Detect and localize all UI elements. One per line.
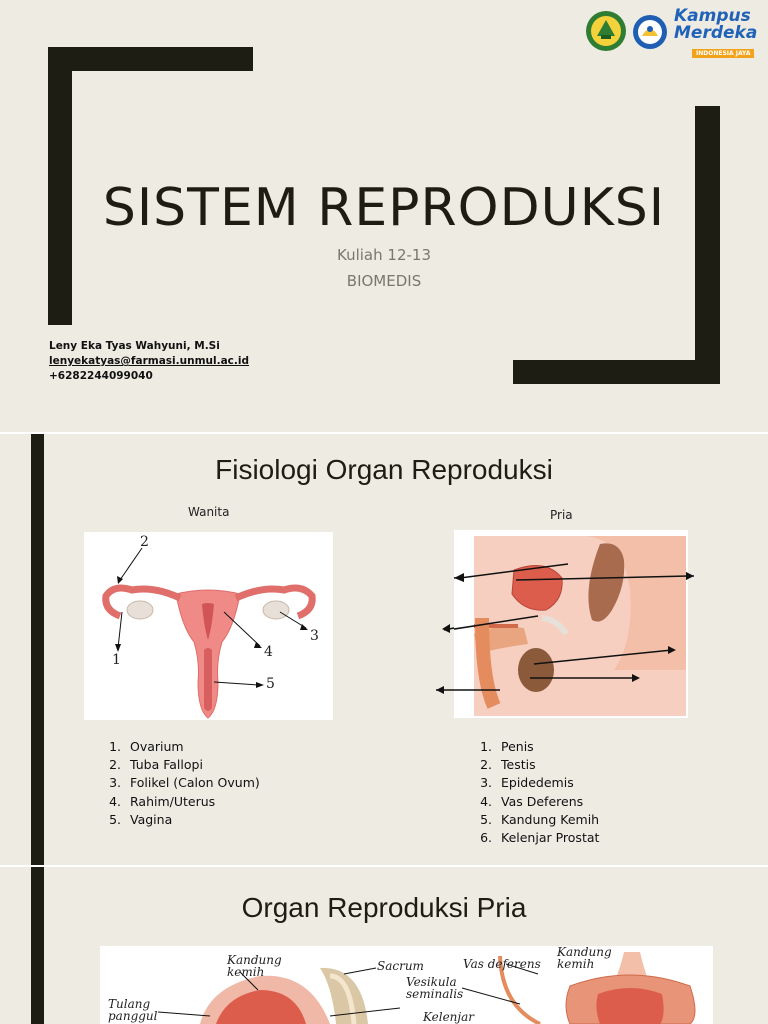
- author-email-link[interactable]: lenyekatyas@farmasi.unmul.ac.id: [49, 355, 249, 367]
- label-tulang-panggul: Tulang panggul: [108, 997, 158, 1023]
- merdeka-logo-line2: Merdeka: [674, 23, 758, 43]
- list-item: 4.Rahim/Uterus: [109, 793, 216, 809]
- male-anatomy-illustration-icon: [440, 536, 694, 716]
- list-item: 1.Penis: [480, 739, 534, 754]
- list-item: 2.Testis: [480, 757, 536, 773]
- label-kandung-kemih-right: Kandung kemih: [557, 945, 612, 971]
- frame-top-left-horizontal: [48, 47, 253, 71]
- list-item: 3.Epidedemis: [480, 775, 574, 791]
- presentation-title: SISTEM REPRODUKSI: [102, 178, 666, 238]
- male-organ-list: 1.Penis 2.Testis 3.Epidedemis 4.Vas Defe…: [470, 738, 599, 847]
- kampus-merdeka-logo: Kampus Merdeka INDONESIA JAYA: [674, 6, 766, 58]
- female-label-5: 5: [266, 676, 275, 692]
- university-logo-icon: [586, 11, 626, 51]
- list-item: 5.Vagina: [109, 811, 173, 827]
- list-item: 1.Ovarium: [109, 739, 184, 754]
- frame-bottom-right-horizontal: [513, 360, 720, 384]
- male-pelvis-illustration-icon: [157, 952, 696, 1024]
- author-name: Leny Eka Tyas Wahyuni, M.Si: [49, 340, 220, 352]
- female-label-1: 1: [112, 652, 121, 668]
- frame-bottom-right-vertical: [695, 106, 720, 384]
- label-vas-deferens: Vas deferens: [463, 957, 541, 971]
- female-label-2: 2: [140, 534, 149, 550]
- male-caption: Pria: [550, 508, 573, 522]
- frame-top-left-vertical: [48, 47, 72, 325]
- slide-title: Fisiologi Organ Reproduksi: [215, 454, 553, 485]
- physiology-slide: Fisiologi Organ Reproduksi Wanita Pria 1…: [0, 434, 768, 865]
- uterus-illustration-icon: [102, 547, 316, 719]
- male-organs-diagram: Kandung kemih Sacrum Vas deferens Kandun…: [100, 946, 713, 1024]
- slide-left-accent-bar: [31, 867, 44, 1024]
- female-caption: Wanita: [188, 505, 230, 519]
- slide-left-accent-bar: [31, 434, 44, 865]
- tut-wuri-handayani-logo-icon: [633, 15, 667, 49]
- author-phone: +6282244099040: [49, 370, 153, 382]
- male-reproductive-diagram: [440, 530, 694, 718]
- list-item: 2.Tuba Fallopi: [109, 757, 203, 773]
- slide-title: Organ Reproduksi Pria: [241, 892, 527, 923]
- female-organ-list: 1.Ovarium 2.Tuba Fallopi 3.Folikel (Calo…: [99, 738, 260, 829]
- label-sacrum: Sacrum: [377, 959, 424, 973]
- label-kelenjar: Kelenjar: [423, 1010, 475, 1024]
- label-kandung-kemih-left: Kandung kemih: [227, 953, 282, 979]
- female-label-4: 4: [264, 644, 273, 660]
- male-organs-slide: Organ Reproduksi Pria Kandung kemih Sacr…: [0, 867, 768, 1024]
- kampus-logo-line1: Kampus: [674, 6, 751, 26]
- list-item: 3.Folikel (Calon Ovum): [109, 775, 260, 791]
- presentation-subtitle-subject: BIOMEDIS: [346, 272, 422, 290]
- title-slide: Kampus Merdeka INDONESIA JAYA SISTEM REP…: [0, 0, 768, 432]
- presentation-subtitle-course: Kuliah 12-13: [337, 246, 431, 264]
- list-item: 6.Kelenjar Prostat: [480, 829, 600, 845]
- kampus-logo-tagline: INDONESIA JAYA: [692, 49, 755, 58]
- list-item: 5.Kandung Kemih: [480, 811, 600, 827]
- female-reproductive-diagram: 1 2 3 4 5: [84, 532, 333, 720]
- female-label-3: 3: [310, 628, 319, 644]
- list-item: 4.Vas Deferens: [480, 793, 584, 809]
- logo-group: Kampus Merdeka INDONESIA JAYA: [584, 6, 766, 58]
- label-vesikula-seminalis: Vesikula seminalis: [406, 975, 464, 1001]
